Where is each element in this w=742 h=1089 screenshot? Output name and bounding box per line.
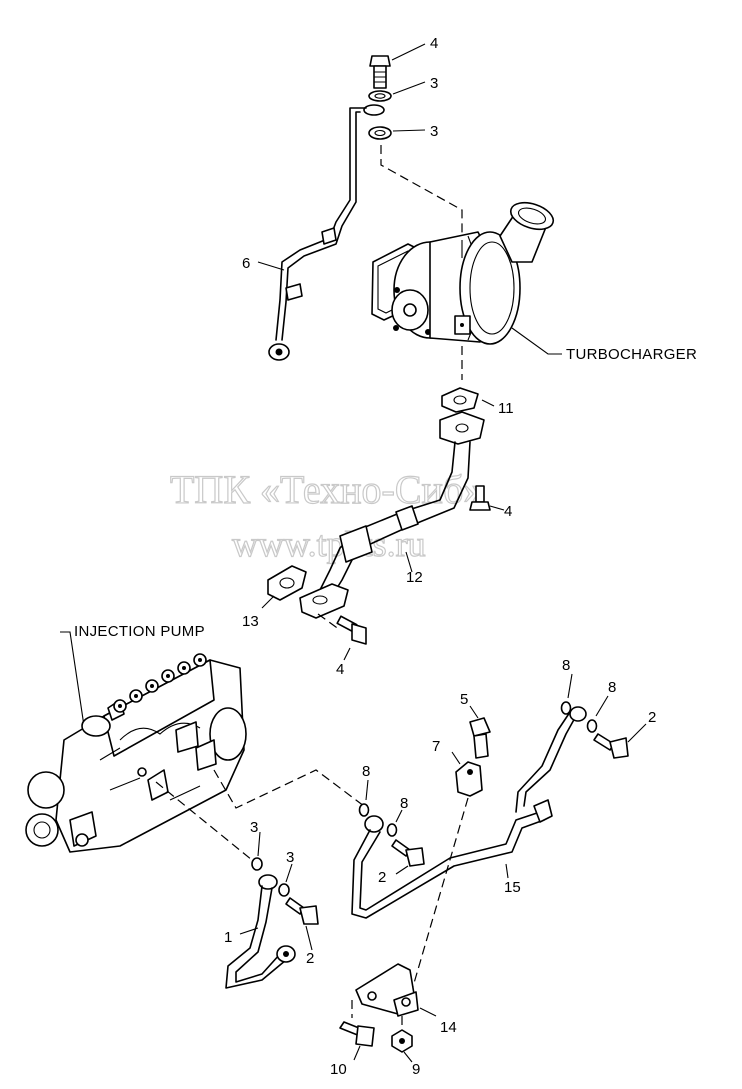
washer-top-b — [368, 126, 426, 140]
bolt-low — [317, 613, 367, 661]
gasket-13 — [261, 565, 307, 609]
callout-6: 6 — [242, 255, 250, 272]
injection-pump-label: INJECTION PUMP — [74, 623, 205, 640]
gasket-11 — [441, 387, 495, 413]
watermark: ТПК «Техно-Сиб» www.tpkts.ru — [169, 466, 484, 564]
watermark-company: ТПК «Техно-Сиб» — [170, 467, 483, 512]
injection-pump: INJECTION PUMP — [25, 623, 247, 853]
bolt-left — [285, 897, 319, 951]
callout-10: 10 — [330, 1061, 347, 1078]
washer-8-a — [358, 779, 370, 817]
callout-11: 11 — [498, 400, 514, 417]
centerline-pump-a — [213, 769, 365, 809]
callout-8-a: 8 — [562, 657, 570, 674]
oil-drain-pipe-12 — [299, 411, 485, 619]
callout-8-b: 8 — [608, 679, 616, 696]
oil-pipe-1 — [225, 874, 296, 989]
callout-3-top-b: 3 — [430, 123, 438, 140]
callout-3-top-a: 3 — [430, 75, 438, 92]
callout-12: 12 — [406, 569, 423, 586]
bracket-7 — [451, 751, 483, 797]
callout-2-right: 2 — [648, 709, 656, 726]
centerline-pump-b — [155, 781, 253, 861]
callout-15: 15 — [504, 879, 521, 896]
callout-9: 9 — [412, 1061, 420, 1078]
washer-left-b — [278, 863, 293, 897]
bolt-mid-2 — [391, 839, 425, 875]
callout-5: 5 — [460, 691, 468, 708]
washer-top-a — [368, 81, 426, 102]
callout-4-low: 4 — [336, 661, 344, 678]
oil-pipe-15 — [351, 706, 587, 919]
watermark-url: www.tpkts.ru — [232, 524, 426, 564]
callout-7: 7 — [432, 738, 440, 755]
washer-8-c — [560, 673, 573, 715]
centerline-top — [380, 145, 463, 252]
callout-13: 13 — [242, 613, 259, 630]
washer-8-b — [386, 809, 403, 837]
nut-9 — [391, 1016, 413, 1063]
callout-4-top: 4 — [430, 35, 438, 52]
callout-8-d: 8 — [400, 795, 408, 812]
callout-2-left: 2 — [306, 950, 314, 967]
callout-8-c: 8 — [362, 763, 370, 780]
callout-14: 14 — [440, 1019, 457, 1036]
bolt-10 — [339, 1000, 375, 1061]
bolt-mid — [469, 485, 505, 511]
callout-4-mid: 4 — [504, 503, 512, 520]
oil-feed-pipe-6 — [257, 104, 385, 361]
callout-2-mid: 2 — [378, 869, 386, 886]
centerline-bracket — [411, 797, 469, 991]
banjo-bolt-top — [369, 43, 426, 89]
callout-numbers: 4 3 3 6 11 4 12 13 4 8 8 2 5 7 8 8 2 3 3… — [224, 35, 656, 1078]
turbocharger-label: TURBOCHARGER — [566, 346, 697, 363]
turbocharger: TURBOCHARGER — [371, 201, 697, 363]
washer-8-d — [586, 695, 609, 733]
callout-3-left-b: 3 — [286, 849, 294, 866]
callout-3-left-a: 3 — [250, 819, 258, 836]
callout-1: 1 — [224, 929, 232, 946]
bolt-right — [593, 723, 647, 759]
bolt-5 — [469, 705, 491, 759]
bracket-14 — [355, 963, 437, 1017]
washer-left-a — [251, 831, 263, 871]
